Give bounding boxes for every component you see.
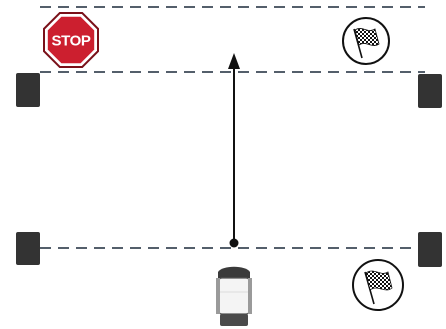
post-icon-left-upper	[16, 73, 40, 107]
checkered-flag-icon-bottom	[352, 259, 404, 311]
post-icon-left-lower	[16, 232, 40, 265]
stop-sign-label: STOP	[52, 33, 91, 50]
stop-sign-icon: STOP	[43, 12, 99, 68]
post-icon-right-lower	[418, 232, 442, 267]
checkered-flag-icon-top	[342, 17, 390, 65]
post-icon-right-upper	[418, 74, 442, 108]
forward-arrow	[228, 53, 240, 248]
robot-icon	[216, 266, 252, 326]
